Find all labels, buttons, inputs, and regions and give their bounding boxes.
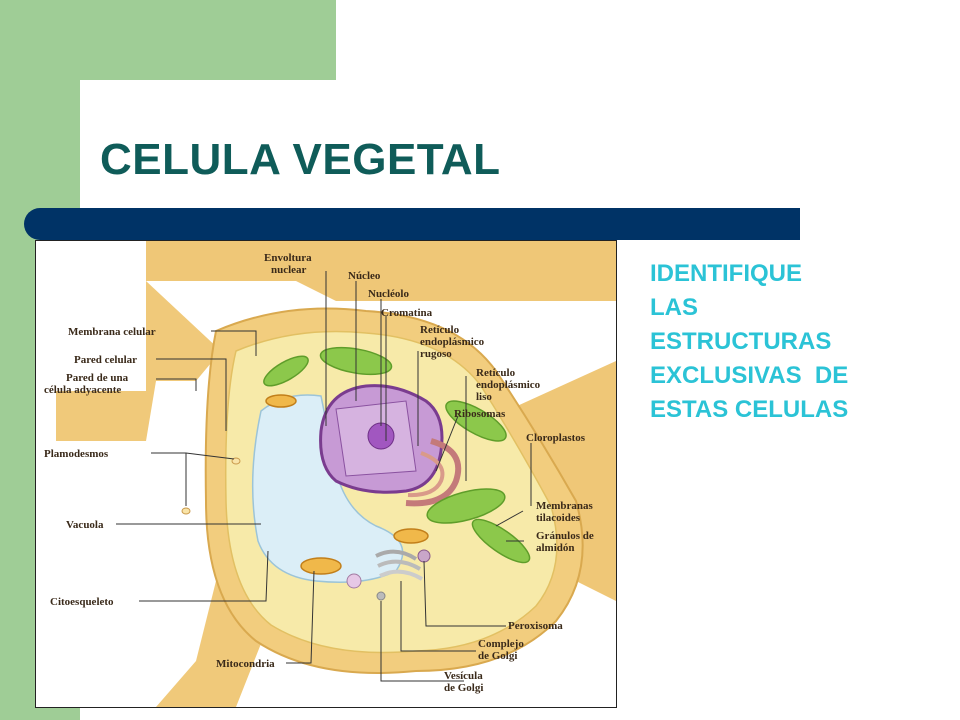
label-envoltura-nuclear-line1: Envoltura (264, 252, 312, 264)
peroxisome (417, 549, 431, 563)
golgi-apparatus (375, 549, 424, 581)
label-pared-adyacente-line2: célula adyacente (44, 384, 121, 396)
label-membrana-celular: Membrana celular (68, 326, 156, 338)
label-ribosomas: Ribosomas (454, 408, 506, 420)
label-nucleo: Núcleo (348, 270, 381, 282)
plant-cell-illustration: Envoltura nuclear Núcleo Nucléolo Cromat… (44, 241, 616, 707)
label-pared-adyacente-line1: Pared de una (66, 372, 129, 384)
adjacent-cell-wall-left (56, 281, 221, 441)
chloroplast (471, 518, 531, 564)
mitochondrion (393, 528, 429, 544)
label-vesicula-golgi-line1: Vesícula (444, 670, 483, 682)
label-nucleolo: Nucléolo (368, 288, 409, 300)
instruction-line: ESTRUCTURAS (650, 328, 832, 355)
label-complejo-golgi-line1: Complejo (478, 638, 524, 650)
label-envoltura-nuclear-line2: nuclear (271, 264, 307, 276)
label-rer-line3: rugoso (420, 348, 452, 360)
plasmodesma (231, 457, 241, 465)
endoplasmic-reticulum (405, 438, 462, 507)
slide-title: CELULA VEGETAL (100, 135, 501, 184)
label-citoesqueleto: Citoesqueleto (50, 596, 114, 608)
instruction-text: IDENTIFIQUE LAS ESTRUCTURAS EXCLUSIVAS D… (650, 257, 950, 427)
endoplasmic-reticulum-inner (407, 451, 445, 498)
nucleolus (367, 422, 395, 450)
label-mitocondria: Mitocondria (216, 658, 275, 670)
plasmodesma (181, 507, 191, 515)
starch-granule (346, 573, 362, 589)
label-rel-line3: liso (476, 391, 492, 403)
instruction-line: IDENTIFIQUE (650, 260, 803, 287)
label-granulos-almidon-line2: almidón (536, 542, 575, 554)
label-membranas-tilacoides-line2: tilacoides (536, 512, 581, 524)
instruction-line: EXCLUSIVAS DE (650, 362, 849, 389)
plant-cell-diagram: Envoltura nuclear Núcleo Nucléolo Cromat… (35, 240, 617, 708)
label-rer-line2: endoplásmico (420, 336, 485, 348)
instruction-line: LAS (650, 294, 698, 321)
label-membranas-tilacoides-line1: Membranas (536, 500, 594, 512)
label-pared-celular: Pared celular (74, 354, 137, 366)
label-complejo-golgi-line2: de Golgi (478, 650, 517, 662)
chloroplast (445, 400, 507, 442)
mitochondrion (265, 394, 297, 408)
chloroplast (426, 488, 506, 524)
label-vesicula-golgi-line2: de Golgi (444, 682, 483, 694)
label-plamodesmos: Plamodesmos (44, 448, 109, 460)
instruction-line: ESTAS CELULAS (650, 396, 849, 423)
mitochondrion (300, 557, 342, 575)
label-peroxisoma: Peroxisoma (508, 620, 563, 632)
label-granulos-almidon-line1: Gránulos de (536, 530, 594, 542)
label-rel-line1: Retículo (476, 367, 516, 379)
adjacent-cell-wall-top (146, 241, 616, 301)
label-rer-line1: Retículo (420, 324, 460, 336)
chloroplast (263, 355, 309, 387)
title-underline-bar (24, 208, 800, 240)
label-rel-line2: endoplásmico (476, 379, 541, 391)
label-cloroplastos: Cloroplastos (526, 432, 586, 444)
label-leader-lines (116, 271, 532, 682)
golgi-vesicle (376, 591, 386, 601)
label-vacuola: Vacuola (66, 519, 104, 531)
label-cromatina: Cromatina (381, 307, 433, 319)
